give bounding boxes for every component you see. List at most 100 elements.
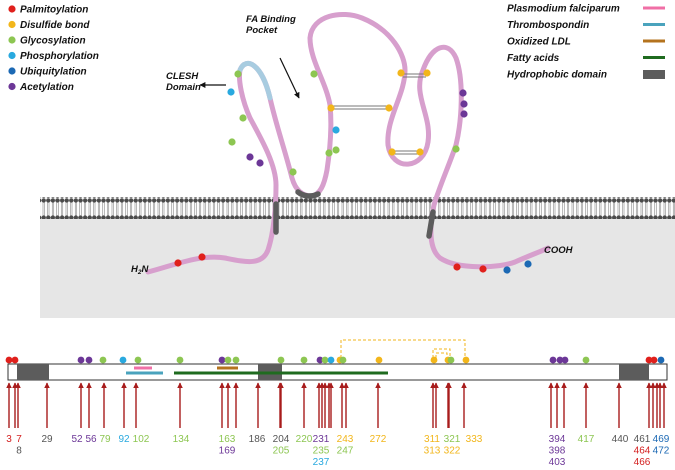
linear-ptm-dot [11,356,19,364]
fa-pocket-arrow-icon [279,57,300,99]
position-label: 272 [370,434,387,445]
topology-ptm-dot [174,259,182,267]
linear-ptm-dot [277,356,285,364]
disulfide-links [340,339,466,358]
position-label: 461 [634,434,651,445]
topology-ptm-dot [388,148,396,156]
position-label: 52 [71,434,83,445]
clesh-domain-highlight [237,61,273,101]
topology-ptm-dot [423,69,431,77]
legend-binding-label: Oxidized LDL [507,37,571,48]
position-label: 134 [173,434,190,445]
legend-dot-icon [8,36,16,44]
topology-ptm-dot [256,159,264,167]
linear-ptm-sites [5,356,665,364]
position-label: 79 [99,434,111,445]
position-label: 163 [219,434,236,445]
position-label: 466 [634,457,651,468]
topology-ptm-dot [452,145,460,153]
linear-ptm-dot [561,356,569,364]
clesh-label-line1: CLESH [166,71,199,82]
hydrophobic-segment-2 [295,189,321,199]
linear-ptm-dot [218,356,226,364]
linear-ptm-dot [447,356,455,364]
topology-ptm-dot [327,104,335,112]
topology-panel: CLESH Domain FA Binding Pocket H2N COOH [40,12,675,318]
position-label: 29 [41,434,53,445]
topology-ptm-dot [228,138,236,146]
position-label: 247 [337,446,354,457]
linear-ptm-dot [657,356,665,364]
position-label: 333 [466,434,483,445]
topology-ptm-dot [234,70,242,78]
topology-ptm-dot [310,70,318,78]
position-label: 102 [133,434,150,445]
linear-ptm-dot [134,356,142,364]
position-label: 464 [634,446,651,457]
linear-ptm-dot [300,356,308,364]
position-label: 469 [653,434,670,445]
legend-ptm-label: Phosphorylation [20,51,99,62]
position-label: 3 [6,434,12,445]
linear-ptm-dot [375,356,383,364]
disulfide-bonds [330,73,426,155]
position-label: 231 [313,434,330,445]
clesh-label-line2: Domain [166,82,201,93]
linear-ptm-dot [99,356,107,364]
linear-ptm-dot [119,356,127,364]
position-label: 322 [444,446,461,457]
topology-ptm-dot [198,253,206,261]
linear-ptm-dot [462,356,470,364]
topology-ptm-dot [397,69,405,77]
position-label: 205 [273,446,290,457]
protein-chain [145,12,551,275]
n-terminus-label: H2N [131,264,150,276]
linear-ptm-dot [232,356,240,364]
position-label: 92 [118,434,130,445]
linear-ptm-dot [645,356,653,364]
position-label: 440 [612,434,629,445]
topology-ptm-dot [524,260,532,268]
position-arrows [6,382,667,428]
position-label: 7 [16,434,22,445]
position-label: 169 [219,446,236,457]
topology-ptm-dot [460,100,468,108]
topology-ptm-dot [460,110,468,118]
topology-ptm-dot [332,146,340,154]
legend-binding-label: Plasmodium falciparum [507,4,620,15]
position-label: 237 [313,457,330,468]
linear-ptm-dot [176,356,184,364]
linear-ptm-dot [224,356,232,364]
legend-block-icon [643,70,665,79]
position-label: 243 [337,434,354,445]
linear-ptm-dot [77,356,85,364]
topology-ptm-dot [246,153,254,161]
legend-dot-icon [8,51,16,60]
position-label: 311 [424,434,440,445]
topology-ptm-dot [239,114,247,122]
legend-binding-label: Hydrophobic domain [507,70,607,81]
legend-dot-icon [8,5,16,13]
position-label: 220 [296,434,313,445]
topology-ptm-dot [416,148,424,156]
linear-ptm-dot [316,356,324,364]
position-label: 235 [313,446,330,457]
linear-ptm-dot [430,356,438,364]
legend-dot-icon [8,20,16,29]
hydrophobic-block-1 [17,364,49,380]
linear-ptm-dot [549,356,557,364]
legend-dot-icon [8,67,16,75]
topology-ptm-dot [332,126,340,134]
hydrophobic-block-3 [619,364,649,380]
topology-ptm-dot [453,263,461,271]
position-label: 398 [549,446,566,457]
fa-pocket-label-line2: Pocket [246,25,278,36]
position-label: 394 [549,434,566,445]
linear-ptm-dot [85,356,93,364]
legend-binding-label: Fatty acids [507,53,560,64]
topology-ptm-dot [459,89,467,97]
